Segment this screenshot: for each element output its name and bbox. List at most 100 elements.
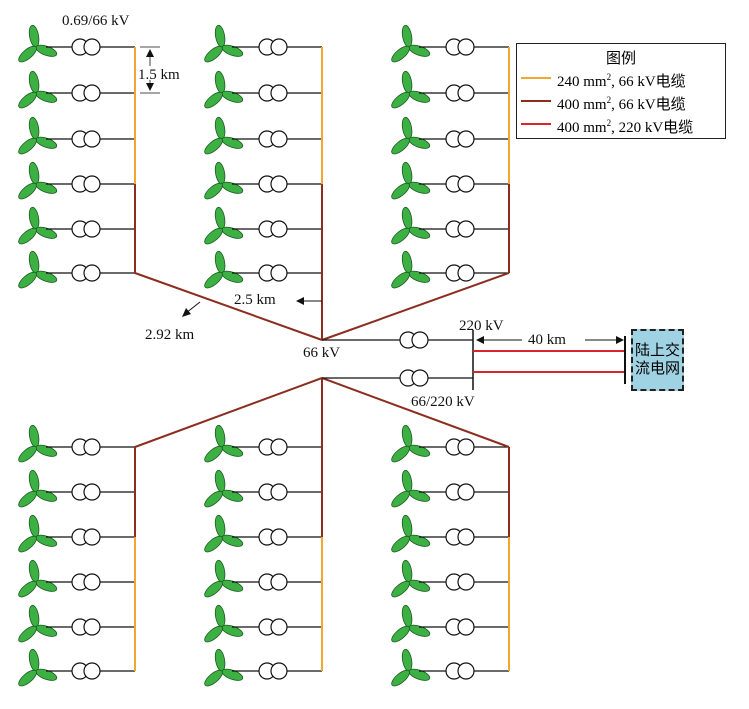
turbine-blade bbox=[221, 534, 244, 547]
wind-turbine-icon bbox=[18, 469, 58, 508]
legend-swatch bbox=[521, 77, 551, 79]
transformer-icon bbox=[270, 438, 288, 456]
turbine-blade bbox=[408, 44, 431, 57]
wind-turbine-icon bbox=[18, 206, 58, 245]
turbine-blade bbox=[214, 514, 226, 538]
transformer-icon bbox=[411, 331, 429, 349]
turbine-blade bbox=[204, 625, 223, 643]
transformer-icon bbox=[457, 483, 475, 501]
turbine-blade bbox=[221, 270, 244, 283]
turbine-blade bbox=[214, 161, 226, 185]
bus-cable bbox=[134, 377, 323, 448]
turbine-blade bbox=[28, 514, 40, 538]
turbine-blade bbox=[204, 490, 223, 508]
turbine-blade bbox=[204, 535, 223, 553]
turbine-blade bbox=[221, 226, 244, 239]
transformer-icon bbox=[83, 130, 101, 148]
turbine-blade bbox=[35, 226, 58, 239]
turbine-blade bbox=[391, 445, 410, 463]
turbine-blade bbox=[28, 469, 40, 493]
turbine-blade bbox=[35, 136, 58, 149]
turbine-blade bbox=[221, 136, 244, 149]
arrow-head bbox=[146, 49, 154, 57]
wind-turbine-icon bbox=[391, 250, 431, 289]
turbine-blade bbox=[28, 559, 40, 583]
turbine-blade bbox=[35, 444, 58, 457]
turbine-blade bbox=[408, 489, 431, 502]
transformer-icon bbox=[457, 528, 475, 546]
turbine-blade bbox=[18, 271, 37, 289]
wind-turbine-icon bbox=[391, 206, 431, 245]
turbine-blade bbox=[401, 648, 413, 672]
transformer-icon bbox=[270, 573, 288, 591]
turbine-blade bbox=[401, 604, 413, 628]
turbine-blade bbox=[221, 44, 244, 57]
wind-turbine-icon bbox=[18, 648, 58, 687]
transformer-icon bbox=[270, 130, 288, 148]
collector-voltage-label: 66 kV bbox=[303, 345, 341, 361]
turbine-blade bbox=[204, 45, 223, 63]
transformer-icon bbox=[457, 130, 475, 148]
wind-turbine-icon bbox=[18, 514, 58, 553]
legend-swatch bbox=[521, 100, 551, 102]
transformer-icon bbox=[457, 264, 475, 282]
turbine-blade bbox=[408, 181, 431, 194]
turbine-blade bbox=[221, 668, 244, 681]
turbine-blade bbox=[401, 70, 413, 94]
turbine-blade bbox=[401, 559, 413, 583]
turbine-blade bbox=[408, 534, 431, 547]
transformer-icon bbox=[270, 175, 288, 193]
turbine-blade bbox=[214, 559, 226, 583]
turbine-blade bbox=[214, 469, 226, 493]
transformer-icon bbox=[83, 38, 101, 56]
wind-turbine-icon bbox=[18, 70, 58, 109]
turbine-blade bbox=[408, 444, 431, 457]
transformer-icon bbox=[270, 618, 288, 636]
turbine-blade bbox=[18, 535, 37, 553]
turbine-blade bbox=[408, 90, 431, 103]
turbine-blade bbox=[204, 137, 223, 155]
turbine-blade bbox=[214, 24, 226, 48]
turbine-blade bbox=[35, 534, 58, 547]
branch-spacing-label: 2.5 km bbox=[234, 292, 276, 308]
bus-cable bbox=[321, 377, 510, 448]
turbine-blade bbox=[391, 182, 410, 200]
substation-ratio-label: 66/220 kV bbox=[411, 394, 475, 410]
wind-turbine-icon bbox=[391, 469, 431, 508]
arrow-head bbox=[182, 308, 191, 317]
wind-turbine-icon bbox=[391, 24, 431, 63]
turbine-blade bbox=[391, 137, 410, 155]
wind-turbine-icon bbox=[391, 559, 431, 598]
transformer-icon bbox=[457, 220, 475, 238]
turbine-blade bbox=[221, 624, 244, 637]
turbine-blade bbox=[221, 489, 244, 502]
transformer-icon bbox=[457, 38, 475, 56]
turbine-blade bbox=[214, 206, 226, 230]
legend-title: 图例 bbox=[605, 51, 636, 67]
turbine-voltage-label: 0.69/66 kV bbox=[62, 13, 130, 29]
turbine-blade bbox=[35, 668, 58, 681]
turbine-blade bbox=[391, 271, 410, 289]
transformer-icon bbox=[270, 662, 288, 680]
turbine-blade bbox=[18, 625, 37, 643]
turbine-blade bbox=[18, 137, 37, 155]
legend-item: 240 mm2, 66 kV电缆 bbox=[521, 68, 725, 90]
turbine-blade bbox=[35, 270, 58, 283]
legend-item-label: 240 mm2, 66 kV电缆 bbox=[557, 72, 686, 90]
turbine-blade bbox=[401, 24, 413, 48]
turbine-blade bbox=[35, 44, 58, 57]
transformer-icon bbox=[457, 438, 475, 456]
wind-turbine-icon bbox=[204, 24, 244, 63]
wind-turbine-icon bbox=[391, 161, 431, 200]
onshore-grid-label: 陆上交流电网 bbox=[635, 343, 681, 377]
turbine-blade bbox=[401, 116, 413, 140]
turbine-blade bbox=[391, 535, 410, 553]
wind-turbine-icon bbox=[391, 116, 431, 155]
wind-turbine-icon bbox=[204, 250, 244, 289]
turbine-blade bbox=[204, 580, 223, 598]
legend-item-label: 400 mm2, 220 kV电缆 bbox=[557, 118, 694, 136]
transformer-icon bbox=[270, 528, 288, 546]
turbine-blade bbox=[391, 625, 410, 643]
turbine-blade bbox=[408, 226, 431, 239]
